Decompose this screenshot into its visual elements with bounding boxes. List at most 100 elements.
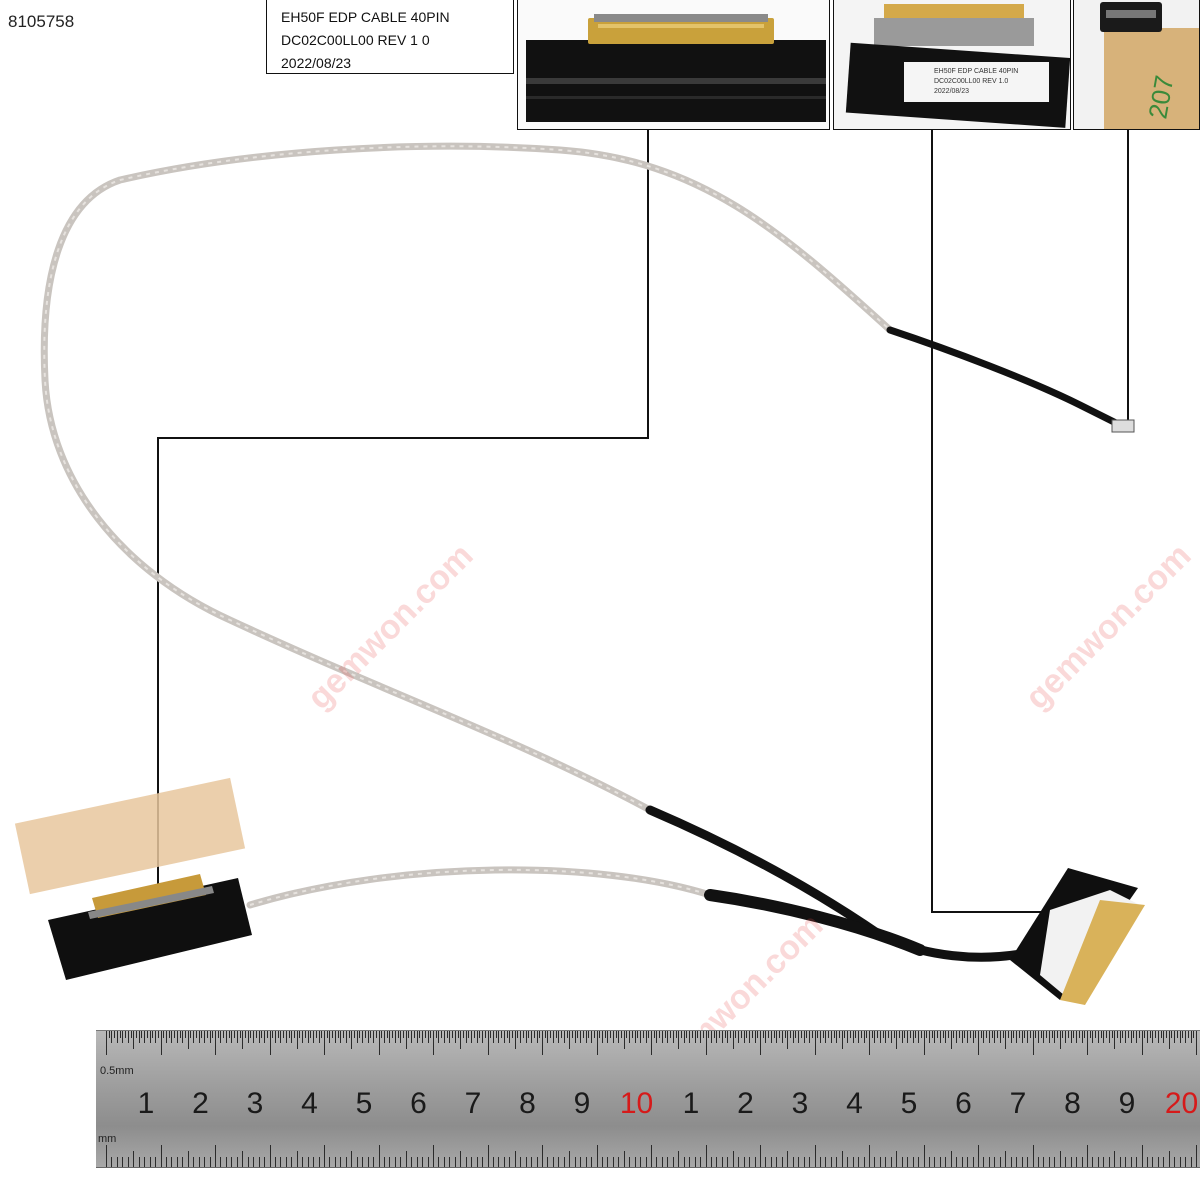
ruler-tick-top <box>1092 1031 1094 1043</box>
ruler-tick-top <box>822 1031 824 1038</box>
ruler-tick-top <box>408 1031 410 1038</box>
ruler-tick-bottom <box>558 1157 560 1167</box>
ruler-tick-top <box>888 1031 890 1038</box>
ruler-tick-top <box>1027 1031 1029 1043</box>
ruler-tick-top <box>607 1031 609 1043</box>
ruler-tick-bottom <box>1027 1157 1029 1167</box>
ruler-tick-top <box>585 1031 587 1043</box>
ruler-tick-bottom <box>803 1157 805 1167</box>
ruler-tick-bottom <box>296 1151 298 1167</box>
ruler-tick-top <box>272 1031 274 1038</box>
ruler-tick-top <box>789 1031 791 1038</box>
ruler-tick-top <box>1193 1031 1195 1038</box>
ruler-tick-bottom <box>1043 1157 1045 1167</box>
ruler-number: 7 <box>1009 1087 1027 1120</box>
ruler-tick-bottom <box>1141 1145 1143 1167</box>
ruler-tick-bottom <box>547 1157 549 1167</box>
ruler-tick-top <box>1141 1031 1143 1055</box>
ruler-tick-top <box>1179 1031 1181 1043</box>
ruler-tick-top <box>122 1031 124 1043</box>
ruler-tick-top <box>484 1031 486 1038</box>
ruler-tick-top <box>209 1031 211 1043</box>
ruler-tick-bottom <box>449 1157 451 1167</box>
ruler-tick-top <box>839 1031 841 1038</box>
ruler-tick-top <box>490 1031 492 1038</box>
ruler-tick-bottom <box>890 1157 892 1167</box>
ruler-tick-top <box>506 1031 508 1038</box>
ruler-tick-bottom <box>852 1157 854 1167</box>
ruler-tick-top <box>863 1031 865 1043</box>
ruler-tick-top <box>462 1031 464 1038</box>
ruler-tick-top <box>890 1031 892 1043</box>
ruler-tick-top <box>948 1031 950 1038</box>
ruler-tick-top <box>343 1031 345 1038</box>
spec-label-box: EH50F EDP CABLE 40PIN DC02C00LL00 REV 1 … <box>266 0 514 74</box>
ruler-tick-bottom <box>612 1157 614 1167</box>
ruler-tick-top <box>918 1031 920 1043</box>
ruler-tick-top <box>294 1031 296 1038</box>
ruler-tick-top <box>678 1031 680 1049</box>
ruler-tick-top <box>691 1031 693 1038</box>
ruler-tick-bottom <box>1048 1157 1050 1167</box>
ruler-tick-bottom <box>269 1145 271 1167</box>
ruler-tick-top <box>503 1031 505 1043</box>
ruler-tick-top <box>108 1031 110 1038</box>
ruler-tick-top <box>869 1031 870 1055</box>
ruler-number: 9 <box>1118 1087 1136 1120</box>
ruler-tick-top <box>1111 1031 1113 1038</box>
adhesive-tape <box>14 777 246 895</box>
ruler-number: 8 <box>519 1087 536 1120</box>
ruler-tick-top <box>471 1031 473 1043</box>
ruler-tick-top <box>291 1031 293 1043</box>
ruler-tick-bottom <box>433 1145 434 1167</box>
ruler-tick-bottom <box>1168 1151 1170 1167</box>
ruler-tick-bottom <box>830 1157 832 1167</box>
ruler-tick-bottom <box>165 1157 167 1167</box>
ruler-tick-top <box>849 1031 851 1038</box>
ruler-tick-bottom <box>253 1157 255 1167</box>
ruler-tick-bottom <box>405 1151 407 1167</box>
ruler-tick-top <box>299 1031 301 1038</box>
ruler-tick-bottom <box>667 1157 669 1167</box>
ruler-tick-bottom <box>443 1157 445 1167</box>
ruler-tick-top <box>269 1031 271 1055</box>
ruler-unit-top: 0.5mm <box>100 1065 134 1077</box>
ruler-tick-bottom <box>1087 1145 1088 1167</box>
ruler-tick-bottom <box>869 1145 870 1167</box>
ruler-tick-top <box>928 1031 930 1043</box>
ruler-tick-top <box>307 1031 309 1043</box>
ruler-tick-bottom <box>945 1157 947 1167</box>
ruler-tick-bottom <box>825 1157 827 1167</box>
ruler-tick-top <box>912 1031 914 1043</box>
ruler-tick-bottom <box>340 1157 342 1167</box>
ruler-tick-top <box>1048 1031 1050 1043</box>
ruler-tick-bottom <box>460 1151 462 1167</box>
ruler-number: 6 <box>955 1087 972 1120</box>
ruler-tick-top <box>871 1031 873 1038</box>
ruler-tick-top <box>904 1031 906 1038</box>
ruler-tick-bottom <box>291 1157 293 1167</box>
ruler-number: 2 <box>737 1087 754 1120</box>
ruler-tick-top <box>852 1031 854 1043</box>
ruler-tick-top <box>552 1031 554 1043</box>
ruler-tick-top <box>621 1031 623 1038</box>
ruler-tick-top <box>250 1031 252 1038</box>
ruler-number: 9 <box>573 1087 591 1120</box>
ruler-number: 8 <box>1064 1087 1081 1120</box>
ruler-tick-top <box>416 1031 418 1043</box>
ruler-tick-top <box>937 1031 939 1038</box>
ruler-tick-top <box>400 1031 402 1043</box>
ruler-tick-bottom <box>792 1157 794 1167</box>
ruler-tick-top <box>236 1031 238 1043</box>
ruler-tick-top <box>1187 1031 1189 1038</box>
ruler-tick-top <box>228 1031 230 1038</box>
ruler-tick-top <box>1073 1031 1075 1038</box>
ruler-tick-top <box>713 1031 715 1038</box>
ruler-tick-top <box>302 1031 304 1043</box>
ruler-tick-top <box>841 1031 843 1049</box>
ruler-tick-top <box>185 1031 187 1038</box>
ruler-tick-top <box>754 1031 756 1043</box>
ruler-tick-bottom <box>454 1157 456 1167</box>
ruler-tick-bottom <box>247 1157 249 1167</box>
ruler-tick-top <box>1054 1031 1056 1043</box>
